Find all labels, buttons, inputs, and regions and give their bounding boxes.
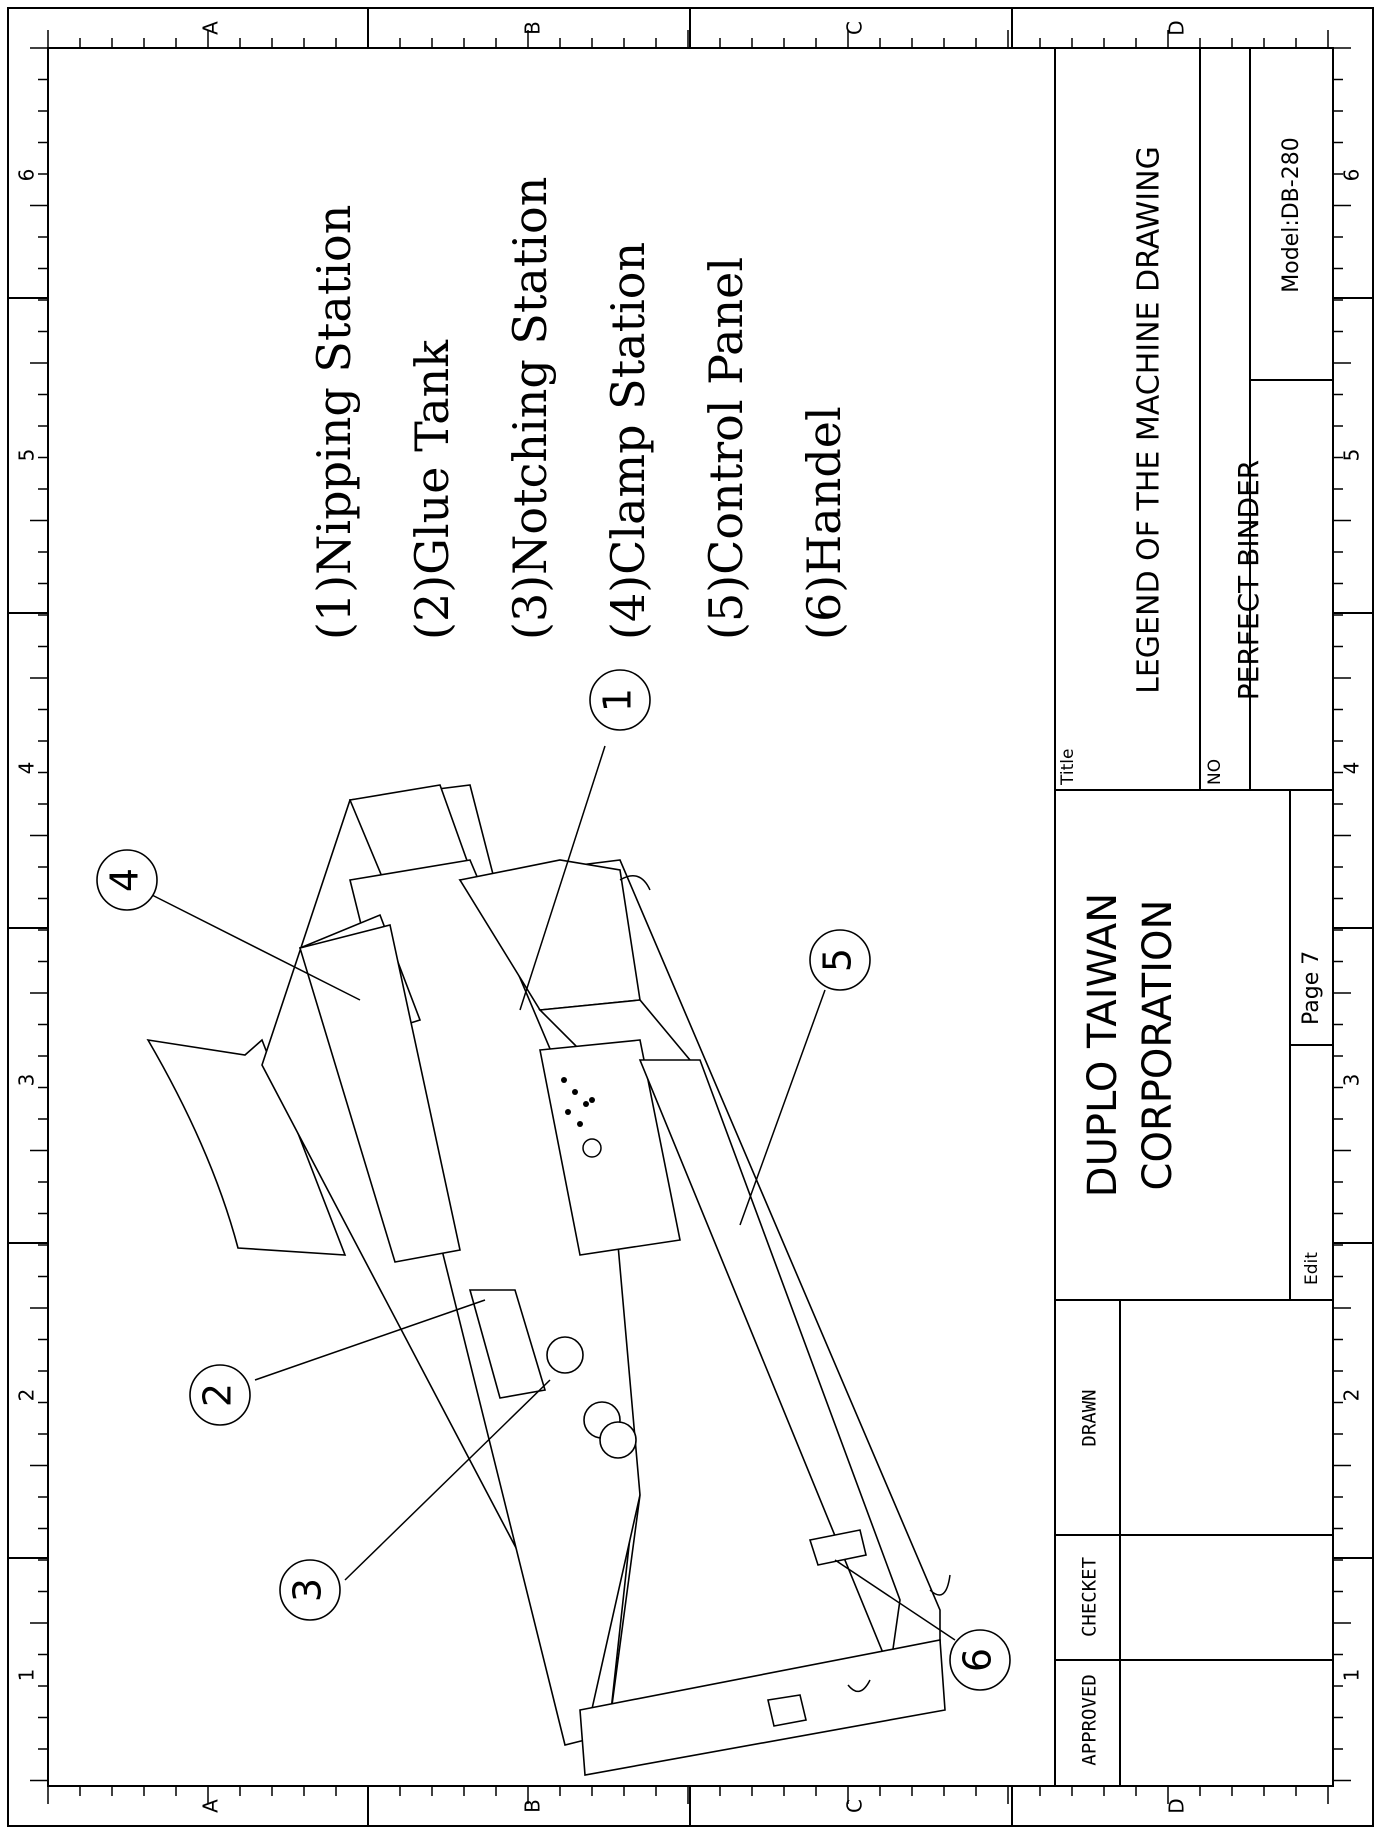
top-cover [298, 924, 461, 1263]
front-handle-1 [808, 1529, 867, 1566]
drawn-label: DRAWN [1079, 1389, 1101, 1446]
grid-number-left-5: 5 [15, 449, 39, 462]
legend-item-3: (3)Notching Station [503, 177, 557, 640]
callout-leader-1 [519, 745, 606, 1011]
grid-ref-letters: A B C D A B C D [199, 20, 1189, 1813]
grid-number-right-4: 4 [1340, 762, 1364, 775]
grid-ref-numbers: 1 2 3 4 5 6 1 2 3 4 5 6 [15, 169, 1364, 1682]
cover-feed-tray [146, 1038, 347, 1256]
callout-circle-1 [589, 669, 651, 731]
legend-item-6: (6)Handel [797, 406, 851, 640]
callout-circle-6 [949, 1629, 1011, 1691]
callout-number-3: 3 [286, 1578, 330, 1602]
front-foot-right [929, 1574, 951, 1596]
grid-letter-bottom-b: B [521, 1799, 545, 1813]
legend: (1)Nipping Station (2)Glue Tank (3)Notch… [307, 177, 851, 640]
front-handle-2 [767, 1694, 807, 1727]
front-foot-left [847, 1679, 871, 1693]
grid-letter-bottom-c: C [843, 1799, 867, 1813]
callout-leader-5 [739, 989, 826, 1226]
callout-leader-6 [834, 1559, 956, 1641]
edit-label: Edit [1302, 1252, 1322, 1285]
glue-tank [468, 1289, 547, 1399]
legend-item-1: (1)Nipping Station [307, 205, 361, 640]
perfect-binder-drawing [146, 784, 951, 1776]
legend-item-5: (5)Control Panel [699, 257, 753, 640]
callout-number-4: 4 [103, 868, 147, 892]
notching-roller-3 [599, 1421, 637, 1459]
grid-number-left-3: 3 [15, 1074, 39, 1087]
legend-item-4: (4)Clamp Station [601, 242, 655, 640]
number-label: NO [1205, 759, 1225, 785]
grid-number-left-1: 1 [15, 1669, 39, 1682]
grid-letter-bottom-d: D [1165, 1798, 1189, 1813]
callout-number-1: 1 [596, 688, 640, 712]
callout-circle-2 [189, 1364, 251, 1426]
grid-number-left-6: 6 [15, 169, 39, 182]
callout-circle-3 [279, 1559, 341, 1621]
grid-letter-bottom-a: A [199, 1799, 223, 1813]
callout-leader-4 [151, 894, 361, 1001]
grid-number-right-5: 5 [1340, 449, 1364, 462]
grid-letter-top-d: D [1165, 20, 1189, 35]
border-ticks [30, 30, 1351, 1804]
callout-number-2: 2 [196, 1383, 240, 1407]
callout-number-6: 6 [956, 1648, 1000, 1672]
model-number: Model:DB-280 [1279, 137, 1304, 292]
product-name: PERFECT BINDER [1232, 460, 1265, 701]
title-block: APPROVED CHECKET DRAWN DUPLO TAIWAN CORP… [1054, 47, 1334, 1787]
notching-roller-1 [546, 1336, 584, 1374]
front-lower-panel [638, 1059, 901, 1674]
callout-circle-4 [96, 849, 158, 911]
grid-letter-top-b: B [521, 21, 545, 35]
checked-label: CHECKET [1079, 1557, 1101, 1637]
callout-leader-2 [254, 1299, 486, 1381]
rear-foot [619, 875, 651, 891]
company-name-line2: CORPORATION [1135, 900, 1181, 1191]
page-label: Page 7 [1299, 951, 1324, 1025]
legend-item-2: (2)Glue Tank [405, 339, 459, 640]
company-name-line1: DUPLO TAIWAN [1080, 893, 1126, 1197]
zone-separators [8, 8, 1373, 1826]
grid-number-right-2: 2 [1340, 1389, 1364, 1402]
control-knob [582, 1138, 602, 1158]
title-label: Title [1058, 749, 1078, 786]
front-end-face [579, 1639, 946, 1776]
grid-number-right-1: 1 [1340, 1669, 1364, 1682]
control-buttons [561, 1077, 595, 1127]
grid-number-left-2: 2 [15, 1389, 39, 1402]
callout-circle-5 [809, 929, 871, 991]
grid-letter-top-c: C [843, 21, 867, 35]
callout-leader-3 [344, 1379, 551, 1581]
grid-number-left-4: 4 [15, 762, 39, 775]
grid-number-right-3: 3 [1340, 1074, 1364, 1087]
callouts: 1 2 3 4 5 6 [96, 669, 1011, 1691]
approved-label: APPROVED [1079, 1674, 1101, 1766]
callout-number-5: 5 [816, 948, 860, 972]
grid-number-right-6: 6 [1340, 169, 1364, 182]
drawing-title: LEGEND OF THE MACHINE DRAWING [1132, 146, 1167, 694]
grid-letter-top-a: A [199, 21, 223, 35]
